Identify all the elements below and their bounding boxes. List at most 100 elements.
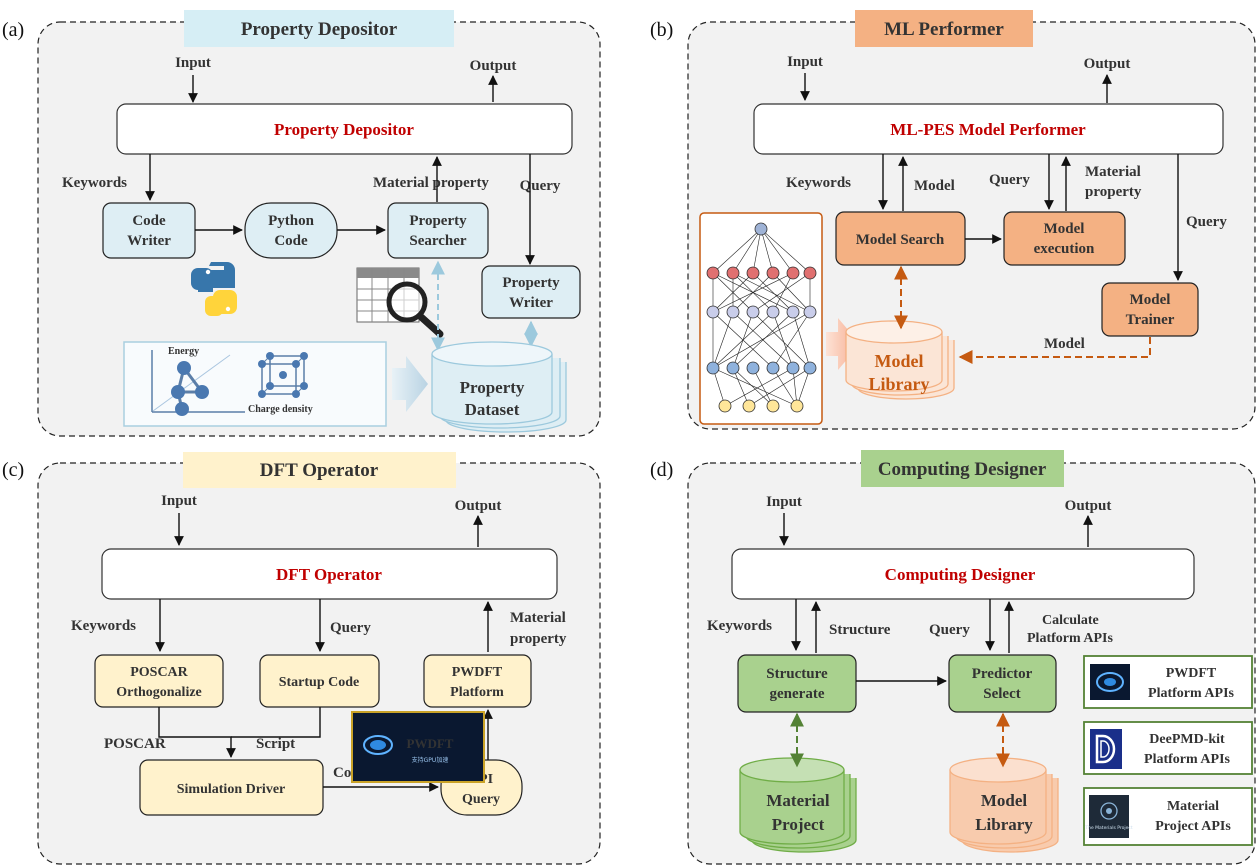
a-output-label: Output	[470, 58, 517, 74]
c-main-title: DFT Operator	[276, 565, 382, 584]
b-model-label: Model	[914, 178, 955, 194]
a-query-label: Query	[520, 178, 561, 194]
panel-a-title-box	[184, 10, 454, 47]
c-query-label: Query	[330, 620, 371, 636]
d-predictor-select-box	[948, 654, 1057, 713]
d-calculate-l1: Calculate	[1042, 613, 1099, 628]
pwdft-logo-card: PWDFT 支持GPU加速	[351, 711, 485, 783]
d-model-library-l1: Model	[981, 791, 1028, 810]
c-poscar-orth-l1: POSCAR	[130, 665, 188, 680]
a-input-label: Input	[175, 55, 211, 71]
pwdft-api-icon	[1090, 664, 1130, 700]
panel-c-label: (c)	[2, 459, 24, 481]
d-calculate-l2: Platform APIs	[1027, 631, 1113, 646]
a-keywords-label: Keywords	[62, 175, 127, 191]
c-matprop-l2: property	[510, 631, 567, 647]
c-script-label: Script	[256, 736, 295, 752]
crystal-lattice-icon	[258, 352, 308, 398]
panel-d-title-box	[861, 450, 1064, 487]
pwdft-logo-text: PWDFT	[407, 736, 454, 751]
d-model-library-l2: Library	[975, 815, 1033, 834]
c-pwdft-platform-l1: PWDFT	[452, 665, 503, 680]
c-input-label: Input	[161, 493, 197, 509]
panel-c-title: DFT Operator	[260, 460, 379, 481]
c-main-box	[101, 548, 558, 600]
a-flow-arrow	[392, 356, 428, 412]
a-code-writer-box	[102, 202, 196, 259]
c-api-query-l2: Query	[462, 792, 500, 807]
d-structure-generate-l2: generate	[770, 686, 825, 702]
a-property-searcher-box	[387, 202, 489, 259]
a-python-code-l2: Code	[274, 233, 308, 249]
d-main-box	[731, 548, 1195, 600]
b-keywords-label: Keywords	[786, 175, 851, 191]
b-flow-arrow	[826, 318, 860, 370]
d-api3-l2: Project APIs	[1155, 819, 1231, 834]
a-property-searcher-l1: Property	[409, 213, 467, 229]
c-output-label: Output	[455, 498, 502, 514]
b-main-title: ML-PES Model Performer	[890, 120, 1086, 139]
panel-a: (a) Property Depositor Input Output Prop…	[2, 10, 601, 437]
b-model-search-label: Model Search	[856, 232, 945, 248]
a-main-title: Property Depositor	[274, 120, 414, 139]
c-pwdft-platform-box	[423, 654, 532, 708]
b-query2-label: Query	[1186, 214, 1227, 230]
a-property-writer-l1: Property	[502, 275, 560, 291]
d-output-label: Output	[1065, 498, 1112, 514]
b-library-l2: Library	[869, 374, 930, 394]
b-model-execution-l2: execution	[1034, 241, 1095, 257]
d-predictor-select-l1: Predictor	[972, 666, 1033, 682]
panel-a-label: (a)	[2, 19, 24, 41]
molecule-icon	[171, 361, 209, 416]
panel-a-title: Property Depositor	[241, 19, 398, 40]
b-model2-label: Model	[1044, 336, 1085, 352]
a-code-writer-l2: Writer	[127, 233, 171, 249]
d-material-project	[739, 757, 857, 853]
neural-network-icon	[699, 212, 823, 425]
b-matprop-l2: property	[1085, 184, 1142, 200]
python-logo-icon	[191, 262, 237, 316]
c-poscar-orth-l2: Orthogonalize	[116, 685, 202, 700]
panel-b-label: (b)	[650, 19, 673, 41]
b-query-label: Query	[989, 172, 1030, 188]
a-property-writer-l2: Writer	[509, 295, 553, 311]
d-query-label: Query	[929, 622, 970, 638]
d-input-label: Input	[766, 494, 802, 510]
d-api2-l1: DeePMD-kit	[1149, 732, 1225, 747]
materials-project-logo-icon: The Materials Project	[1084, 795, 1133, 838]
d-keywords-label: Keywords	[707, 618, 772, 634]
a-python-code-l1: Python	[268, 213, 315, 229]
c-pwdft-platform-l2: Platform	[450, 685, 504, 700]
d-model-library	[949, 757, 1059, 853]
panel-d-title: Computing Designer	[878, 459, 1047, 480]
c-simulation-driver-label: Simulation Driver	[177, 782, 286, 797]
panel-b-title-box	[855, 10, 1033, 47]
a-property-writer-box	[481, 265, 581, 319]
b-output-label: Output	[1084, 56, 1131, 72]
a-property-searcher-l2: Searcher	[409, 233, 467, 249]
panel-c-title-box	[183, 452, 456, 488]
b-matprop-l1: Material	[1085, 164, 1141, 180]
d-api3-l1: Material	[1167, 799, 1219, 814]
a-dataset-l1: Property	[460, 378, 525, 397]
d-structure-label: Structure	[829, 622, 891, 638]
d-api2-l2: Platform APIs	[1144, 752, 1230, 767]
panel-b: (b) ML Performer Input Output ML-PES Mod…	[650, 10, 1256, 430]
d-structure-generate-l1: Structure	[766, 666, 828, 682]
b-input-label: Input	[787, 54, 823, 70]
c-keywords-label: Keywords	[71, 618, 136, 634]
panel-c: (c) DFT Operator Input Output DFT Operat…	[2, 452, 601, 865]
c-startup-code-label: Startup Code	[279, 675, 360, 690]
a-matprop-label: Material property	[373, 175, 489, 191]
panel-d: (d) Computing Designer Input Output Comp…	[650, 450, 1256, 865]
d-api1-l2: Platform APIs	[1148, 686, 1234, 701]
b-model-trainer-l2: Trainer	[1126, 312, 1175, 328]
b-model-library	[845, 320, 955, 400]
mp-logo-text: The Materials Project	[1084, 825, 1132, 831]
panel-d-label: (d)	[650, 459, 673, 481]
b-model-execution-l1: Model	[1044, 221, 1085, 237]
b-model-trainer-box	[1101, 282, 1199, 337]
d-main-title: Computing Designer	[885, 565, 1036, 584]
a-charge-density-label: Charge density	[248, 404, 313, 415]
